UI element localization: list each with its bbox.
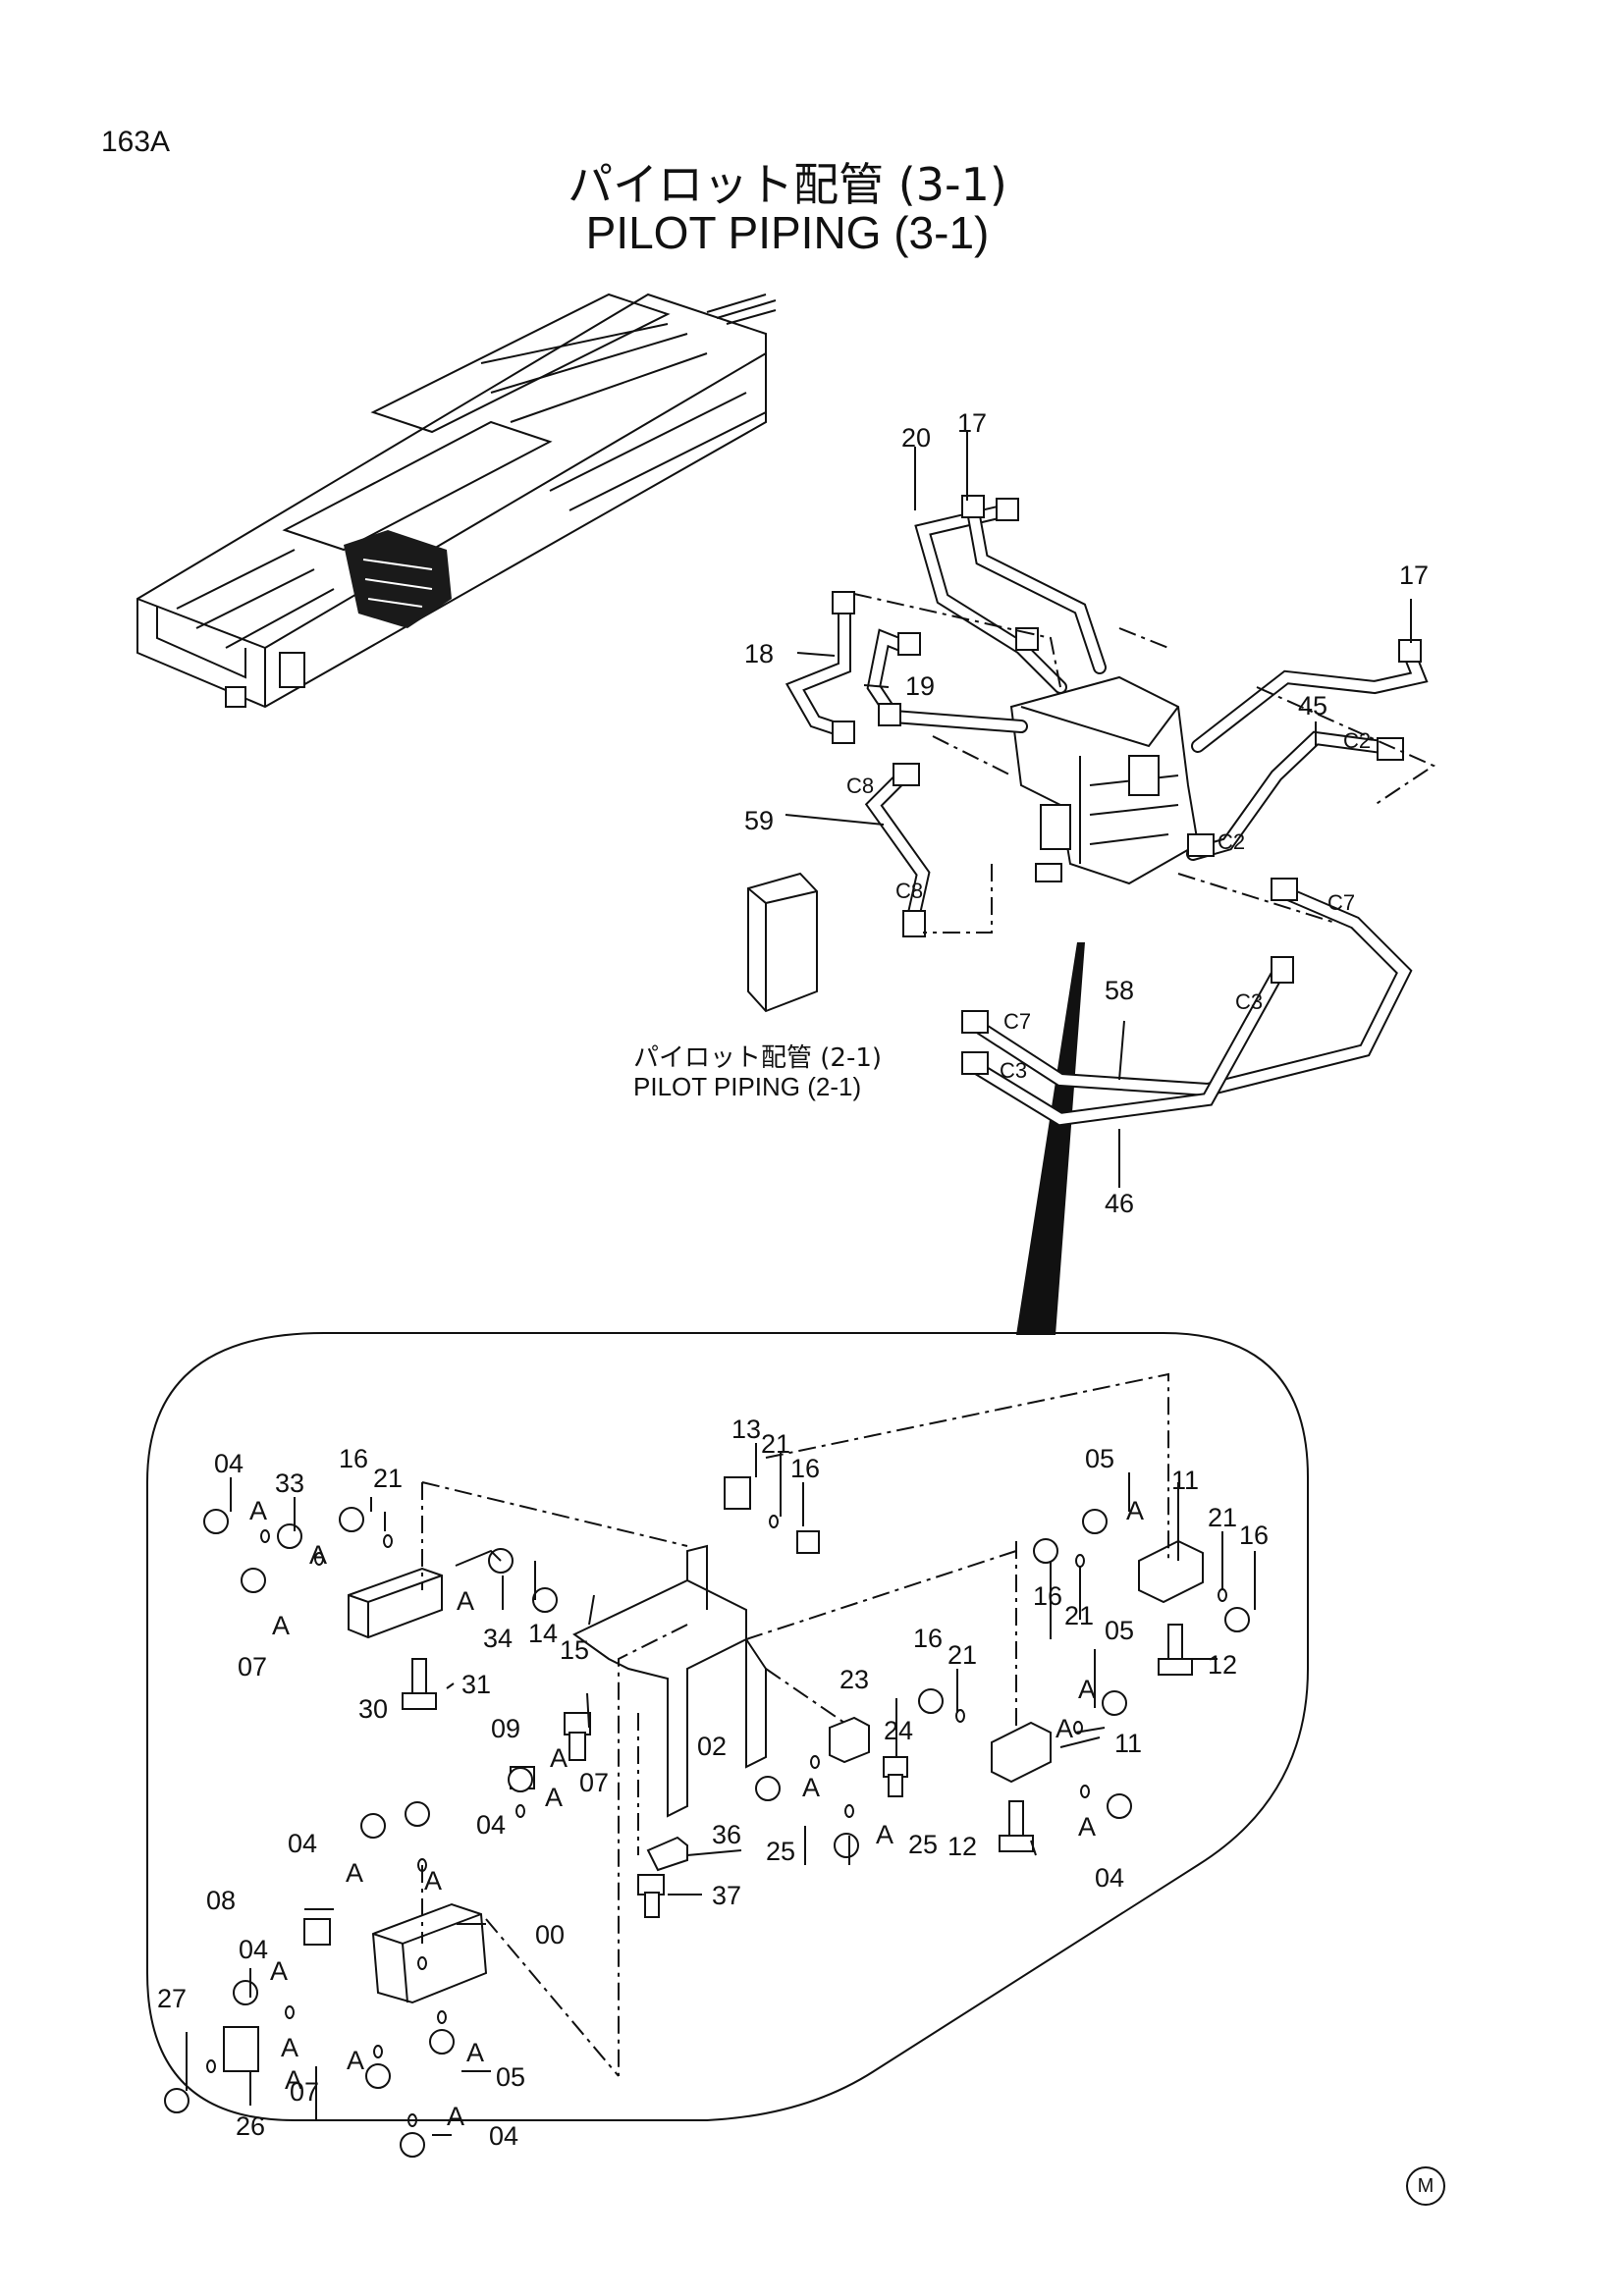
detail-callout-28: 07: [579, 1768, 609, 1797]
detail-callout-33: 25: [908, 1830, 938, 1859]
detail-key-a-4: A: [1126, 1496, 1144, 1525]
detail-callout-3: 21: [373, 1464, 403, 1493]
port-c8-b: C8: [895, 879, 923, 903]
detail-key-a-1: A: [309, 1540, 327, 1570]
detail-callout-37: 37: [712, 1881, 741, 1910]
detail-callout-17: 30: [358, 1694, 388, 1724]
detail-callout-9: 21: [1208, 1503, 1237, 1532]
page-id: 163A: [101, 126, 171, 158]
detail-callout-30: 04: [288, 1829, 317, 1858]
detail-callout-8: 11: [1171, 1466, 1199, 1495]
detail-callout-11: 16: [1033, 1581, 1062, 1611]
reference-label-en: PILOT PIPING (2-1): [633, 1072, 862, 1101]
pilot-piping-assembly: [747, 432, 1436, 1188]
detail-callout-32: 25: [766, 1837, 795, 1866]
port-labels: C8 C8 C2 C2 C7 C7 C3 C3: [846, 728, 1371, 1083]
detail-callout-1: 33: [275, 1468, 304, 1498]
upper-callouts: 20 17 17 18 19 45 59 58 46: [744, 408, 1429, 1218]
detail-callout-10: 16: [1239, 1521, 1269, 1550]
detail-callout-27: 12: [1208, 1650, 1237, 1680]
detail-key-a-9: A: [545, 1783, 563, 1812]
detail-key-a-13: A: [281, 2033, 298, 2062]
detail-callout-39: 04: [239, 1935, 268, 1964]
detail-callout-44: 04: [489, 2121, 518, 2151]
detail-key-a-14: A: [285, 2065, 302, 2095]
callout-59: 59: [744, 806, 774, 835]
detail-callout-15: 15: [560, 1635, 589, 1665]
detail-key-a-15: A: [347, 2046, 364, 2075]
reference-label-jp: パイロット配管 (2-1): [633, 1043, 883, 1073]
detail-callout-6: 16: [790, 1454, 820, 1483]
detail-key-a-3: A: [457, 1586, 474, 1616]
page-title-en: PILOT PIPING (3-1): [585, 207, 990, 258]
detail-key-a-10: A: [346, 1858, 363, 1888]
detail-callout-26: 11: [1114, 1729, 1142, 1758]
port-c2-b: C2: [1218, 829, 1245, 854]
callout-18: 18: [744, 639, 774, 668]
detail-callout-16: 07: [238, 1652, 267, 1682]
detail-keys: A A A A A A A A A A A A A A A A A A A A: [249, 1496, 1144, 2131]
detail-callout-38: 00: [535, 1920, 565, 1949]
detail-callout-5: 21: [761, 1429, 790, 1459]
detail-callout-18: 31: [461, 1670, 491, 1699]
detail-callout-31: 36: [712, 1820, 741, 1849]
detail-key-a-6: A: [802, 1773, 820, 1802]
detail-key-a-2: A: [272, 1611, 290, 1640]
detail-key-a-8: A: [1078, 1812, 1096, 1842]
port-c2-a: C2: [1343, 728, 1371, 753]
port-c7-b: C7: [1003, 1009, 1031, 1034]
detail-callout-22: 16: [913, 1624, 943, 1653]
detail-key-a-16: A: [466, 2038, 484, 2067]
detail-callout-2: 16: [339, 1444, 368, 1473]
detail-callout-19: 09: [491, 1714, 520, 1743]
detail-callout-12: 21: [1064, 1601, 1094, 1630]
detail-callout-35: 04: [1095, 1863, 1124, 1893]
detail-callout-29: 04: [476, 1810, 506, 1840]
callout-45: 45: [1298, 691, 1327, 721]
port-c7-a: C7: [1327, 890, 1355, 915]
page-title-jp: パイロット配管 (3-1): [568, 158, 1007, 211]
detail-key-a-12: A: [270, 1956, 288, 1986]
detail-callout-40: 27: [157, 1984, 187, 2013]
detail-key-a-11: A: [424, 1866, 442, 1896]
detail-callout-0: 04: [214, 1449, 244, 1478]
detail-callout-13: 34: [483, 1624, 513, 1653]
detail-callout-34: 12: [947, 1832, 977, 1861]
callout-20: 20: [901, 423, 931, 453]
detail-callout-41: 07: [290, 2077, 319, 2107]
callout-46: 46: [1105, 1189, 1134, 1218]
detail-callout-24: 24: [884, 1716, 913, 1745]
detail-callouts: 04 33 16 21 13 21 16 05 11 21 16 16 21 3…: [157, 1415, 1269, 2151]
machine-overview: [136, 293, 1085, 1335]
detail-key-a-5: A: [1078, 1675, 1096, 1704]
detail-callout-36: 08: [206, 1886, 236, 1915]
detail-key-a-19: A: [550, 1743, 568, 1773]
port-c3-b: C3: [1000, 1058, 1027, 1083]
detail-callout-20: 02: [697, 1732, 727, 1761]
detail-key-a-7: A: [876, 1820, 893, 1849]
detail-key-a-18: A: [1056, 1714, 1073, 1743]
callout-58: 58: [1105, 976, 1134, 1005]
callout-17b: 17: [1399, 561, 1429, 590]
detail-callout-43: 26: [236, 2111, 265, 2141]
detail-callout-14: 14: [528, 1619, 558, 1648]
port-c8-a: C8: [846, 774, 874, 798]
detail-callout-23: 21: [947, 1640, 977, 1670]
detail-callout-7: 05: [1085, 1444, 1114, 1473]
callout-19: 19: [905, 671, 935, 701]
port-c3-a: C3: [1235, 989, 1263, 1014]
callout-17a: 17: [957, 408, 987, 438]
detail-parts: [164, 1372, 1256, 2158]
detail-frame: [146, 1332, 1309, 2121]
detail-callout-42: 05: [496, 2062, 525, 2092]
detail-callout-25: 05: [1105, 1616, 1134, 1645]
corner-mark: M: [1406, 2166, 1445, 2206]
detail-callout-21: 23: [839, 1665, 869, 1694]
detail-key-a-17: A: [447, 2102, 464, 2131]
detail-callout-4: 13: [731, 1415, 761, 1444]
detail-key-a-0: A: [249, 1496, 267, 1525]
